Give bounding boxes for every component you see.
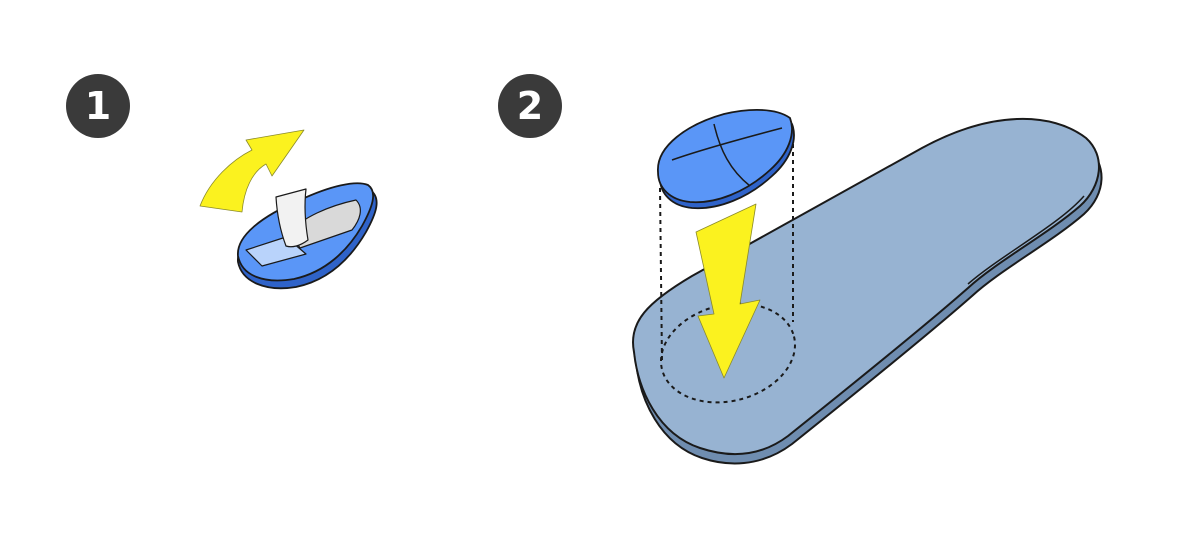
insole-top xyxy=(632,118,1100,456)
curved-arrow-icon xyxy=(199,129,305,213)
pad-2-segment-line-a xyxy=(671,127,783,161)
step-1-number: 1 xyxy=(84,84,112,128)
step-1-badge: 1 xyxy=(66,74,130,138)
step-1-illustration xyxy=(199,129,378,290)
down-arrow-icon xyxy=(695,203,761,379)
step-2-illustration xyxy=(632,109,1103,465)
step-2-number: 2 xyxy=(516,84,544,128)
pad-2-segment-line-b xyxy=(713,123,751,187)
step-2-badge: 2 xyxy=(498,74,562,138)
peeled-backing-flap xyxy=(275,188,309,248)
guide-line-left xyxy=(659,187,663,363)
insole-edge-line xyxy=(967,195,1085,285)
